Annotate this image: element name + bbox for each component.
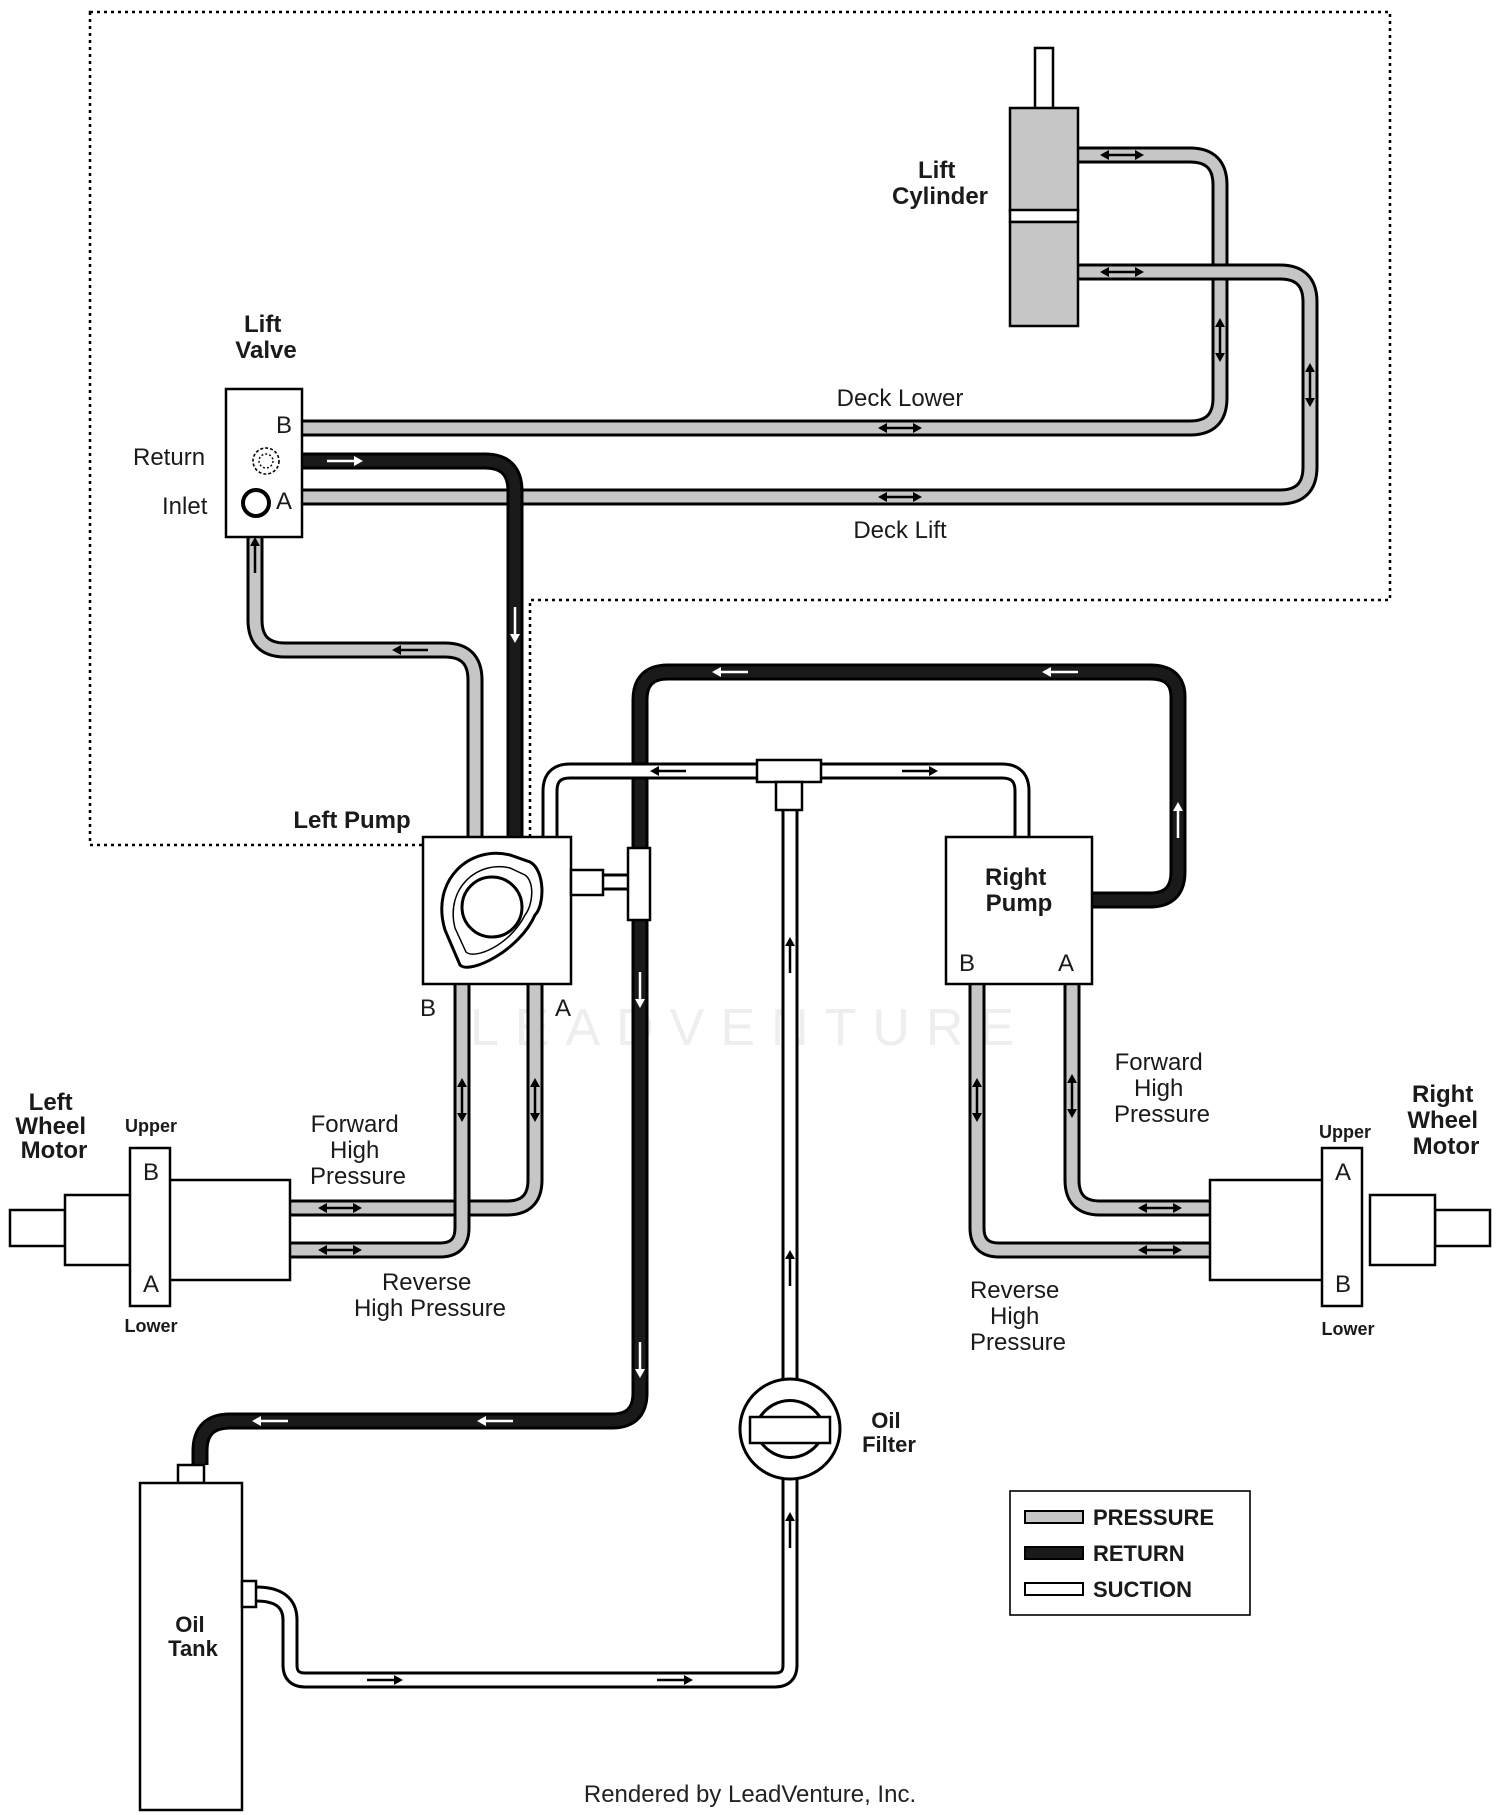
left-pump-label: Left Pump — [293, 807, 410, 834]
arrow-return-down — [510, 607, 520, 643]
arrow-right-rev-horiz — [1138, 1245, 1182, 1255]
right-pump-port-b: B — [959, 950, 975, 977]
arrow-main-return-down-1 — [635, 972, 645, 1008]
legend-swatch — [1024, 1582, 1084, 1596]
arrow-cyl-lower — [1100, 267, 1144, 277]
arrow-inlet-left — [392, 645, 428, 655]
arrow-suction-up-1 — [785, 937, 795, 973]
oil-filter-label: Oil Filter — [862, 1408, 916, 1457]
left-motor-port-b: B — [143, 1159, 159, 1186]
legend-item: SUCTION — [1024, 1577, 1192, 1602]
right-upper-label: Upper — [1319, 1122, 1371, 1142]
arrow-left-fwd-horiz — [318, 1203, 362, 1213]
legend-label: SUCTION — [1093, 1577, 1192, 1602]
deck-lift-label: Deck Lift — [853, 517, 947, 544]
suction-right-line — [821, 762, 1031, 837]
arrow-suction-up-3 — [785, 1512, 795, 1548]
legend-swatch — [1024, 1510, 1084, 1524]
valve-port-a: A — [276, 488, 292, 515]
legend: PRESSURE RETURN SUCTION — [1009, 1490, 1251, 1616]
right-lower-label: Lower — [1321, 1319, 1374, 1339]
oil-tank — [138, 1463, 258, 1812]
suction-tee — [755, 758, 823, 812]
right-pump-port-a: A — [1058, 950, 1074, 977]
lift-subsystem-boundary — [88, 10, 1392, 847]
right-wheel-motor-label: Right Wheel Motor — [1407, 1081, 1484, 1160]
left-upper-label: Upper — [125, 1116, 177, 1136]
left-pump-port-a: A — [555, 995, 571, 1022]
arrow-right-rev-vert — [972, 1078, 982, 1122]
deck-lower-label: Deck Lower — [837, 385, 964, 412]
arrow-right-fwd-horiz — [1138, 1203, 1182, 1213]
left-pump — [421, 835, 652, 986]
arrow-left-rev-horiz — [318, 1245, 362, 1255]
lift-return-line — [302, 452, 524, 837]
deck-lower-line — [302, 146, 1229, 437]
left-wheel-motor-label: Left Wheel Motor — [15, 1089, 92, 1164]
left-lower-label: Lower — [124, 1316, 177, 1336]
arrow-inlet-up — [250, 537, 260, 573]
left-reverse-line — [148, 984, 471, 1259]
watermark: LEADVENTURE — [470, 999, 1030, 1057]
arrow-main-return-up — [1173, 802, 1183, 838]
arrow-return-valve — [327, 456, 363, 466]
legend-item: RETURN — [1024, 1541, 1185, 1566]
arrow-suction-right — [902, 766, 938, 776]
right-motor-port-b: B — [1335, 1271, 1351, 1298]
arrow-cyl-vert-1 — [1215, 318, 1225, 362]
arrow-cyl-upper — [1100, 150, 1144, 160]
right-reverse-label: Reverse High Pressure — [970, 1277, 1066, 1356]
hydraulic-lines — [139, 146, 1351, 1689]
legend-item: PRESSURE — [1024, 1505, 1214, 1530]
right-forward-label: Forward High Pressure — [1114, 1049, 1210, 1128]
left-motor-port-a: A — [143, 1271, 159, 1298]
arrow-main-return-1 — [1042, 667, 1078, 677]
right-pump-label: Right Pump — [985, 864, 1053, 917]
arrow-suction-tank-1 — [367, 1675, 403, 1685]
arrow-main-return-down-2 — [635, 1342, 645, 1378]
inlet-port — [241, 488, 271, 518]
footer-credit: Rendered by LeadVenture, Inc. — [584, 1781, 916, 1808]
arrow-right-fwd-vert — [1067, 1074, 1077, 1118]
arrow-cyl-vert-2 — [1305, 363, 1315, 407]
left-pump-port-b: B — [420, 995, 436, 1022]
arrow-suction-left — [650, 766, 686, 776]
lift-valve — [224, 387, 304, 539]
suction-tank-line — [255, 1479, 799, 1689]
arrow-suction-up-2 — [785, 1250, 795, 1286]
right-motor-port-a: A — [1335, 1159, 1351, 1186]
right-pump — [944, 835, 1094, 986]
left-forward-line — [148, 984, 544, 1217]
arrow-main-return-left-1 — [477, 1416, 513, 1426]
left-reverse-label: Reverse High Pressure — [354, 1269, 506, 1322]
left-wheel-motor — [8, 1146, 292, 1308]
oil-filter — [738, 1377, 842, 1481]
main-return-line — [191, 663, 1187, 1465]
labels: Lift Cylinder Lift Valve B A Return Inle… — [15, 157, 1484, 1808]
legend-label: PRESSURE — [1093, 1505, 1214, 1530]
legend-label: RETURN — [1093, 1541, 1185, 1566]
arrow-left-fwd-vert — [530, 1078, 540, 1122]
arrow-left-rev-vert — [457, 1078, 467, 1122]
right-reverse-line — [968, 984, 1342, 1259]
arrow-suction-tank-2 — [657, 1675, 693, 1685]
arrow-main-return-left-2 — [252, 1416, 288, 1426]
lift-cylinder — [1008, 46, 1080, 328]
lift-inlet-line — [246, 514, 484, 837]
left-forward-label: Forward High Pressure — [310, 1111, 406, 1190]
right-forward-line — [1063, 984, 1342, 1217]
return-label: Return — [133, 444, 205, 471]
oil-tank-label: Oil Tank — [168, 1612, 218, 1661]
lift-cylinder-label: Lift Cylinder — [892, 157, 988, 210]
suction-left-line — [541, 762, 757, 837]
arrow-deck-lower — [878, 423, 922, 433]
legend-swatch — [1024, 1546, 1084, 1560]
arrow-main-return-2 — [712, 667, 748, 677]
valve-port-b: B — [276, 412, 292, 439]
arrow-deck-lift — [878, 492, 922, 502]
inlet-label: Inlet — [162, 493, 208, 520]
right-wheel-motor — [1208, 1146, 1492, 1308]
lift-valve-label: Lift Valve — [235, 311, 296, 364]
